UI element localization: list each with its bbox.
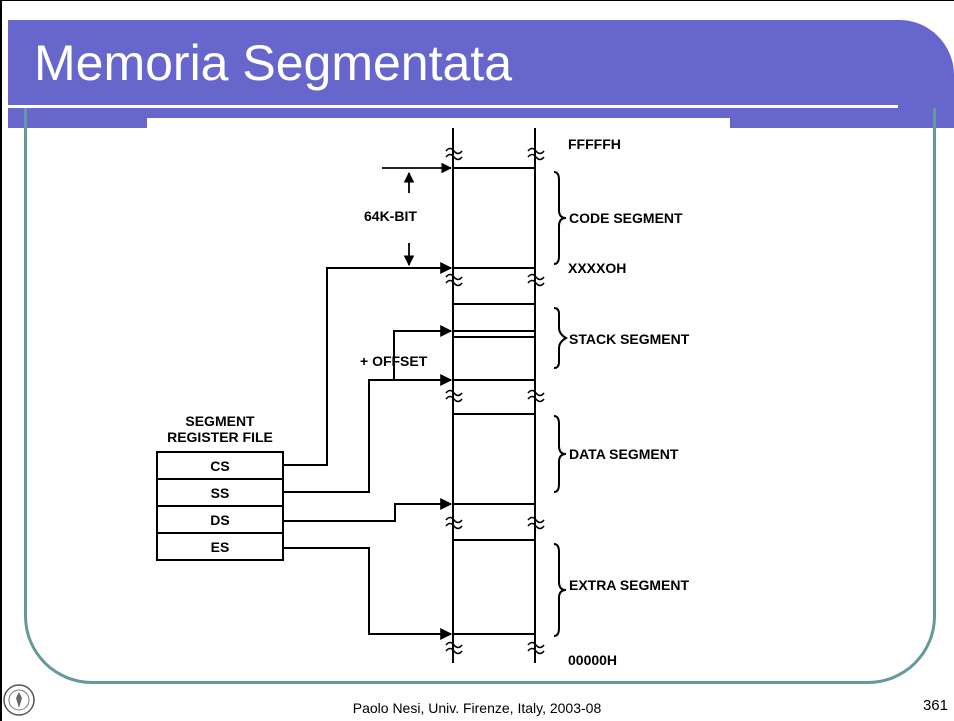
register-cs: CS (210, 458, 229, 474)
code-segment-label: CODE SEGMENT (569, 210, 683, 226)
university-seal-icon (3, 684, 35, 716)
title-band (8, 20, 954, 128)
memory-column (452, 128, 536, 663)
page-number: 361 (922, 697, 948, 714)
content-frame (24, 108, 936, 684)
register-connections (283, 262, 453, 640)
register-file-subtitle: REGISTER FILE (167, 429, 273, 445)
slide-top-border (0, 0, 954, 1)
segment-braces (553, 171, 569, 637)
register-file (156, 451, 284, 561)
size-arrows (382, 162, 453, 267)
slide-title: Memoria Segmentata (34, 35, 513, 91)
register-ds: DS (210, 512, 229, 528)
extra-segment-label: EXTRA SEGMENT (569, 577, 689, 593)
size-label: 64K-BIT (364, 208, 417, 224)
offset-label: + OFFSET (360, 353, 428, 369)
register-ss: SS (211, 485, 230, 501)
stack-segment-label: STACK SEGMENT (569, 331, 690, 347)
address-bottom: 00000H (568, 652, 617, 668)
address-top: FFFFFH (568, 136, 621, 152)
address-segment: XXXXOH (568, 260, 626, 276)
register-es: ES (211, 539, 230, 555)
register-file-title: SEGMENT (185, 413, 255, 429)
data-segment-label: DATA SEGMENT (569, 446, 679, 462)
slide-left-border (0, 0, 2, 721)
slide-footer: Paolo Nesi, Univ. Firenze, Italy, 2003-0… (352, 700, 602, 716)
segmented-memory-diagram: SEGMENT REGISTER FILE CS SS DS ES 64K-BI… (147, 118, 730, 678)
break-symbols (445, 147, 545, 655)
title-underline (8, 105, 898, 108)
